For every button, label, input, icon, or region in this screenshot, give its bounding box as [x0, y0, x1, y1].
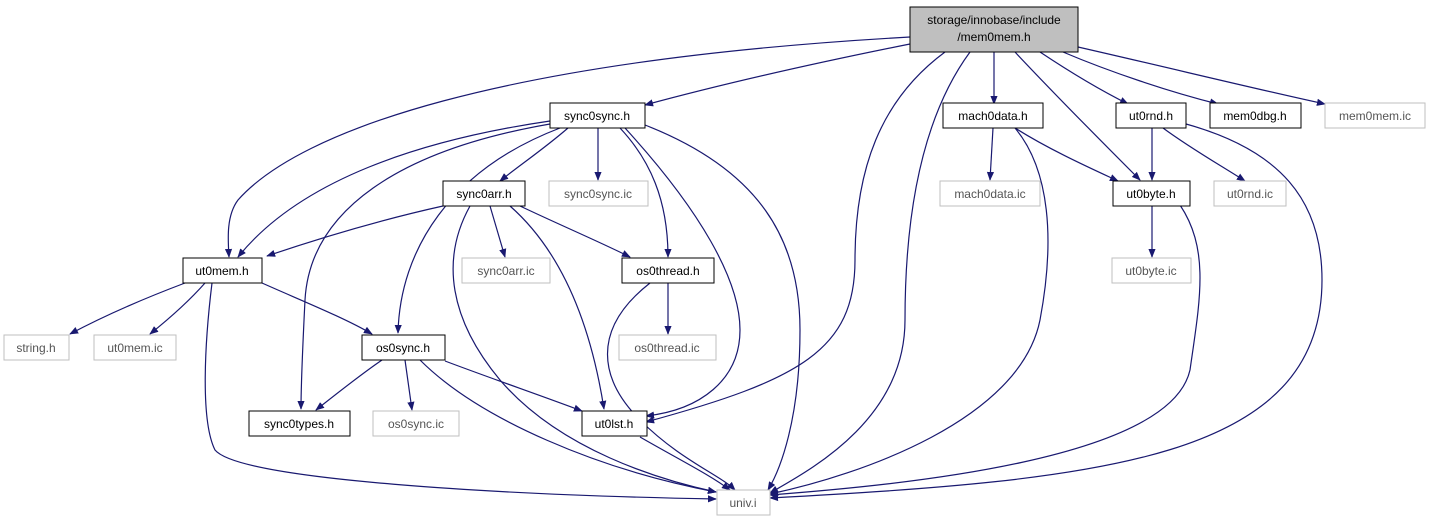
edge-sync0arr-ut0lst [509, 205, 607, 410]
node-ut0byte-h[interactable]: ut0byte.h [1112, 180, 1191, 207]
node-label: ut0byte.h [1126, 187, 1175, 201]
edge-sync0sync-os0thread [619, 127, 672, 258]
edge-ut0rnd-ut0rnd-ic [1162, 127, 1246, 182]
node-ut0rnd-ic[interactable]: ut0rnd.ic [1213, 180, 1287, 207]
node-mach0data-ic[interactable]: mach0data.ic [939, 180, 1041, 207]
node-sync0types-h[interactable]: sync0types.h [248, 410, 351, 437]
edge-sync0sync-univ [644, 124, 801, 491]
edge-ut0mem-string [69, 282, 186, 335]
node-os0sync-ic[interactable]: os0sync.ic [372, 410, 460, 437]
node-root-mem0mem-h[interactable]: storage/innobase/include /mem0mem.h [909, 6, 1079, 53]
node-sync0arr-ic[interactable]: sync0arr.ic [461, 257, 551, 284]
node-sync0arr-h[interactable]: sync0arr.h [442, 180, 526, 207]
node-label: sync0arr.ic [477, 264, 534, 278]
node-string-h[interactable]: string.h [3, 334, 70, 361]
edge-sync0arr-sync0arr-ic [489, 205, 507, 258]
node-label: sync0arr.h [456, 187, 511, 201]
edge-mach0data-mach0data-ic [986, 127, 995, 181]
node-label: ut0rnd.h [1129, 109, 1173, 123]
edge-root-sync0sync [644, 43, 911, 107]
node-ut0lst-h[interactable]: ut0lst.h [581, 410, 648, 437]
node-label: univ.i [729, 496, 756, 510]
node-label: sync0sync.ic [564, 187, 632, 201]
edge-sync0sync-ut0mem [237, 120, 551, 258]
root-label-line2: /mem0mem.h [957, 30, 1030, 44]
node-sync0sync-ic[interactable]: sync0sync.ic [548, 180, 649, 207]
edge-mach0data-ut0byte [1014, 127, 1119, 182]
node-label: string.h [16, 341, 55, 355]
node-label: ut0byte.ic [1125, 264, 1176, 278]
node-label: mem0dbg.h [1223, 109, 1286, 123]
node-label: mach0data.h [958, 109, 1027, 123]
root-label-line1: storage/innobase/include [927, 13, 1061, 27]
node-label: os0thread.ic [634, 341, 699, 355]
node-label: ut0mem.h [195, 264, 248, 278]
edge-sync0sync-os0sync [394, 127, 561, 334]
edge-os0sync-sync0types [315, 359, 383, 411]
edge-root-mem0mem-ic [1077, 46, 1326, 106]
node-label: sync0types.h [264, 417, 334, 431]
node-label: ut0rnd.ic [1227, 187, 1273, 201]
edge-ut0lst-univ [639, 436, 731, 491]
node-ut0mem-ic[interactable]: ut0mem.ic [93, 334, 177, 361]
node-mem0mem-ic[interactable]: mem0mem.ic [1324, 102, 1426, 129]
edge-root-ut0mem [224, 36, 911, 258]
node-label: os0thread.h [636, 264, 699, 278]
edge-sync0arr-os0thread [519, 205, 631, 258]
edge-sync0sync-sync0types [297, 123, 551, 410]
edge-os0sync-univ [419, 359, 717, 495]
node-mem0dbg-h[interactable]: mem0dbg.h [1209, 102, 1302, 129]
edge-mach0data-univ [769, 127, 1049, 496]
node-ut0rnd-h[interactable]: ut0rnd.h [1115, 102, 1187, 129]
node-os0thread-h[interactable]: os0thread.h [621, 257, 715, 284]
nodes: storage/innobase/include /mem0mem.h sync… [3, 6, 1426, 516]
edge-sync0arr-ut0mem [266, 205, 444, 257]
edge-root-ut0byte [1014, 51, 1141, 181]
node-os0sync-h[interactable]: os0sync.h [361, 334, 446, 361]
node-ut0byte-ic[interactable]: ut0byte.ic [1111, 257, 1192, 284]
node-label: os0sync.h [376, 341, 430, 355]
edge-sync0sync-ut0lst [624, 127, 741, 419]
edge-sync0arr-univ [452, 205, 717, 494]
edge-sync0sync-sync0arr [499, 127, 569, 182]
node-sync0sync-h[interactable]: sync0sync.h [549, 102, 646, 129]
edge-os0sync-ut0lst [444, 360, 583, 412]
edges [69, 36, 1326, 503]
edge-ut0mem-os0sync [261, 282, 373, 335]
edge-ut0rnd-univ [769, 123, 1323, 502]
node-label: mem0mem.ic [1339, 109, 1411, 123]
node-label: sync0sync.h [564, 109, 630, 123]
edge-root-univ [769, 51, 971, 494]
node-label: mach0data.ic [954, 187, 1025, 201]
edge-root-ut0lst [645, 51, 946, 424]
node-label: os0sync.ic [388, 417, 444, 431]
node-ut0mem-h[interactable]: ut0mem.h [182, 257, 263, 284]
edge-ut0mem-ut0mem-ic [149, 282, 206, 335]
node-label: ut0lst.h [595, 417, 634, 431]
node-label: ut0mem.ic [107, 341, 162, 355]
node-os0thread-ic[interactable]: os0thread.ic [618, 334, 717, 361]
node-univ-i[interactable]: univ.i [716, 489, 771, 516]
edge-ut0byte-univ [769, 204, 1201, 498]
edge-root-ut0rnd [1039, 51, 1129, 105]
node-mach0data-h[interactable]: mach0data.h [942, 102, 1044, 129]
edge-os0sync-os0sync-ic [404, 359, 415, 411]
edge-ut0mem-univ [204, 282, 717, 503]
edge-root-mem0dbg [1062, 51, 1219, 106]
